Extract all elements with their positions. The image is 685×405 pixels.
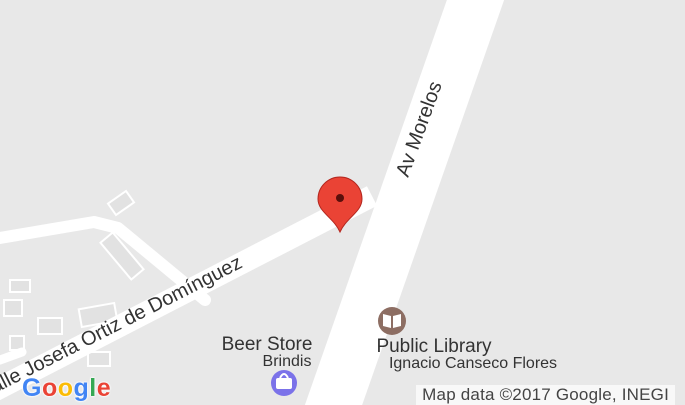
road-calle-josefa[interactable] [0, 186, 378, 401]
street-segment [0, 347, 27, 365]
library-poi-badge [378, 307, 406, 335]
building [99, 231, 145, 281]
building [37, 317, 63, 335]
poi-library-name: Public Library [376, 336, 492, 357]
building [9, 279, 31, 293]
book-icon [383, 314, 401, 328]
logo-letter: l [89, 374, 97, 402]
street-segment [0, 216, 211, 306]
road-av-morelos[interactable] [304, 0, 505, 405]
poi-beer-store-name: Beer Store [222, 334, 313, 355]
building [87, 351, 111, 367]
poi-public-library[interactable]: Public Library Ignacio Canseco Flores [376, 307, 557, 372]
building [106, 189, 136, 217]
map-attribution[interactable]: Map data ©2017 Google, INEGI [416, 385, 675, 405]
logo-letter: e [96, 374, 112, 402]
poi-beer-store-subname: Brindis [263, 353, 312, 370]
building [3, 299, 23, 317]
side-streets [0, 216, 211, 365]
map-marker-icon[interactable] [317, 176, 363, 234]
logo-letter: G [22, 374, 42, 402]
poi-beer-store[interactable]: Beer Store Brindis [222, 334, 313, 396]
logo-letter: g [73, 374, 90, 402]
poi-library-subname: Ignacio Canseco Flores [389, 355, 557, 372]
google-logo: Google [22, 374, 111, 403]
logo-letter: o [41, 374, 58, 402]
logo-letter: o [57, 374, 74, 402]
shopping-bag-icon [276, 373, 292, 389]
